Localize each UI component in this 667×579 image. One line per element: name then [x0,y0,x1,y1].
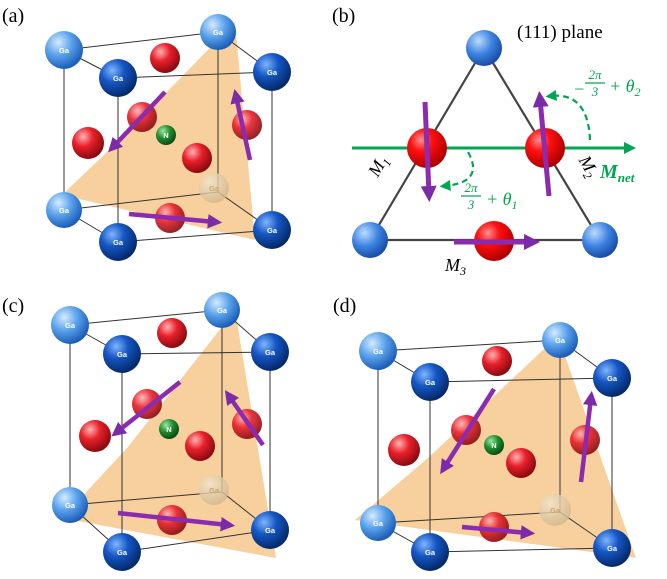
n-atom [156,125,176,145]
moment-arrow [111,380,182,437]
n-atom [484,435,504,455]
mn-atom [388,434,420,466]
moment-arrow [440,387,496,475]
ga-atom-hidden [539,494,571,526]
panel-a: (a) Ga N [2,5,291,261]
ga-label: Ga [59,46,70,55]
ga-corner-atoms [45,14,291,261]
moment-arrow [230,88,253,161]
unit-cell-edges [377,339,613,553]
ga-label: Ga [550,506,561,515]
angle-arc-theta1 [439,151,475,191]
moment-arrow-m2 [532,91,552,197]
panel-c: (c) Ga N [2,292,289,571]
ga-atom-right [582,222,618,258]
ga-label: Ga [59,206,70,215]
mn-atom [79,420,111,452]
svg-text:3: 3 [591,84,599,99]
ga-label: Ga [209,184,220,193]
mn-atom [482,346,512,376]
triangle-outline [368,45,602,242]
ga-atom-hidden [199,475,229,505]
svg-text:+ θ1: + θ1 [486,189,518,212]
ga-labels: Ga Ga Ga Ga Ga Ga Ga [59,28,278,247]
moment-arrow-m1 [420,101,437,202]
ga-label: Ga [209,486,220,495]
ga-label: Ga [113,74,124,83]
svg-text:+ θ2: + θ2 [609,76,641,99]
panel-b-label: (b) [332,5,355,27]
mn-atom [72,127,104,159]
mn-atom [182,143,212,173]
m1-label: M1 [363,152,394,183]
ga-label: Ga [607,544,618,553]
mn-atom-in-plane [479,512,509,542]
ga-label: Ga [65,321,76,330]
panel-a-label: (a) [2,5,24,27]
m3-label: M3 [444,255,466,278]
moment-arrow [117,510,236,532]
ga-label: Ga [425,378,436,387]
ga-labels: Ga Ga Ga Ga Ga Ga Ga [65,306,276,557]
mn-atom [157,318,187,348]
panel-d: (d) Ga N [333,295,636,571]
ga-label: Ga [113,238,124,247]
angle-arc-theta2 [545,89,592,141]
plane-title: (111) plane [517,22,603,43]
n-label: N [166,425,171,434]
ga-label: Ga [265,526,276,535]
ga-label: Ga [65,501,76,510]
ga-atom-left [352,222,388,258]
theta2-expression: − 2π 3 + θ2 [573,67,641,99]
ga-label: Ga [117,548,128,557]
ga-label: Ga [213,28,224,37]
mn-atom [185,431,215,461]
moment-arrow [108,90,167,153]
ga-label: Ga [267,68,278,77]
ga-atom-hidden [199,173,229,203]
ga-label: Ga [607,374,618,383]
ga-labels: Ga Ga Ga Ga Ga Ga Ga [373,336,618,557]
moment-arrow [224,390,265,447]
ga-corner-atoms [359,322,631,571]
moment-arrow [128,211,223,229]
mn-atom [506,448,536,478]
theta1-expression: 2π 3 + θ1 [461,180,518,212]
ga-label: Ga [425,548,436,557]
mn-atom-in-plane [232,110,262,140]
ga-label: Ga [373,347,384,356]
panel-d-label: (d) [333,295,356,317]
ga-label: Ga [117,350,128,359]
ga-atom-top [466,30,502,66]
panel-b: (b) (111) plane M1 M2 M3 Mnet [332,5,641,278]
mn-atom [150,43,180,73]
svg-text:2π: 2π [464,180,478,195]
m2-label: M2 [572,151,603,182]
ga-label: Ga [217,306,228,315]
svg-text:−: − [573,79,585,99]
moment-arrow [461,524,536,540]
panel-c-label: (c) [2,295,24,317]
svg-text:3: 3 [467,197,475,212]
ga-label: Ga [267,226,278,235]
svg-text:2π: 2π [588,67,602,82]
n-label: N [491,441,496,450]
ga-label: Ga [555,336,566,345]
moment-arrow [578,390,598,483]
ga-corner-atoms [51,292,289,571]
ga-label: Ga [373,519,384,528]
ga-label: Ga [265,348,276,357]
n-atom [159,419,179,439]
mnet-label: Mnet [599,161,635,185]
n-label: N [163,131,168,140]
